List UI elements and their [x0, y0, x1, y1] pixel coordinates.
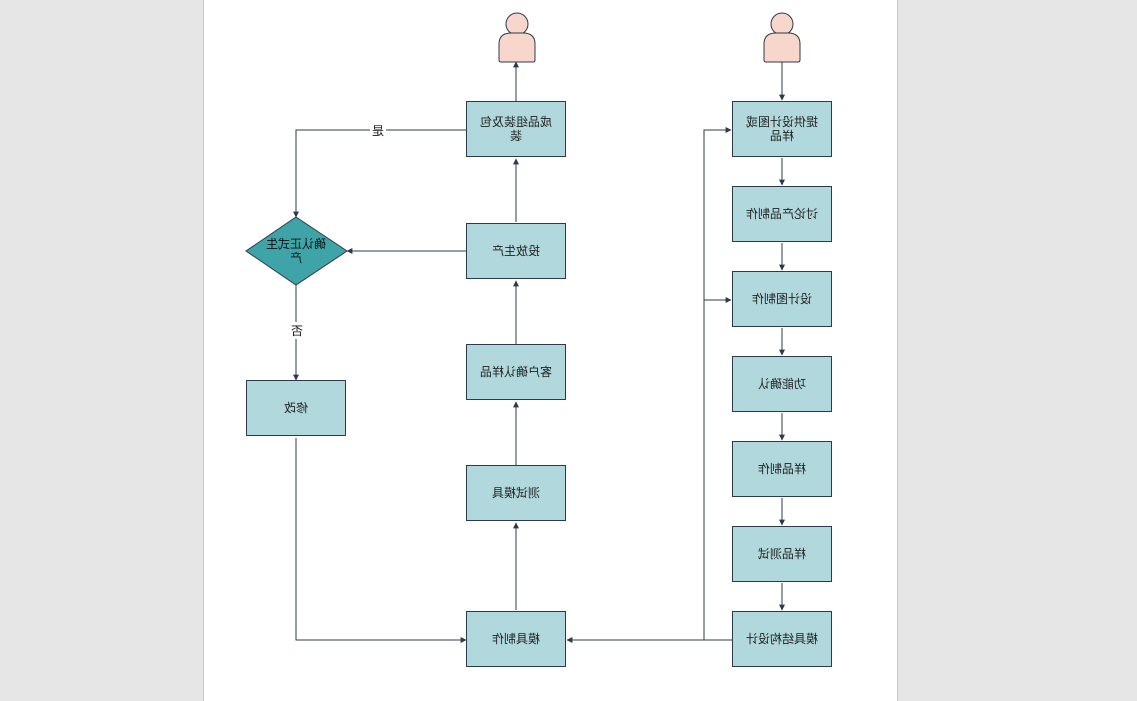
node-sample-test: 样品测试 [732, 526, 832, 582]
person-icon [498, 12, 536, 63]
person-icon [763, 12, 801, 63]
edge [293, 129, 466, 218]
node-sample-making: 样品制作 [732, 441, 832, 497]
flowchart-canvas [245, 12, 801, 643]
node-modify: 修改 [246, 380, 346, 436]
node-test-mold: 测试模具 [466, 465, 566, 521]
edge-label-no: 否 [289, 322, 306, 339]
node-put-into-production: 投放生产 [466, 223, 566, 279]
edge-label-yes: 是 [370, 122, 387, 139]
edge [295, 438, 467, 643]
node-mold-making: 模具制作 [466, 611, 566, 667]
node-design-drawing: 设计图制作 [732, 271, 832, 327]
document-page: 成品组装及包装 投放生产 客户确认样品 测试模具 模具制作 确认正式生产 修改 … [203, 0, 898, 701]
node-discuss-product: 讨论产品制作 [732, 186, 832, 242]
node-mold-structure-design: 模具结构设计 [732, 611, 832, 667]
node-function-confirm: 功能确认 [732, 356, 832, 412]
node-customer-confirm-sample: 客户确认样品 [466, 344, 566, 400]
node-provide-design: 提供设计图或样品 [732, 101, 832, 157]
edge [703, 127, 732, 641]
node-finished-assembly: 成品组装及包装 [466, 101, 566, 157]
decision-confirm-production: 确认正式生产 [266, 237, 327, 265]
